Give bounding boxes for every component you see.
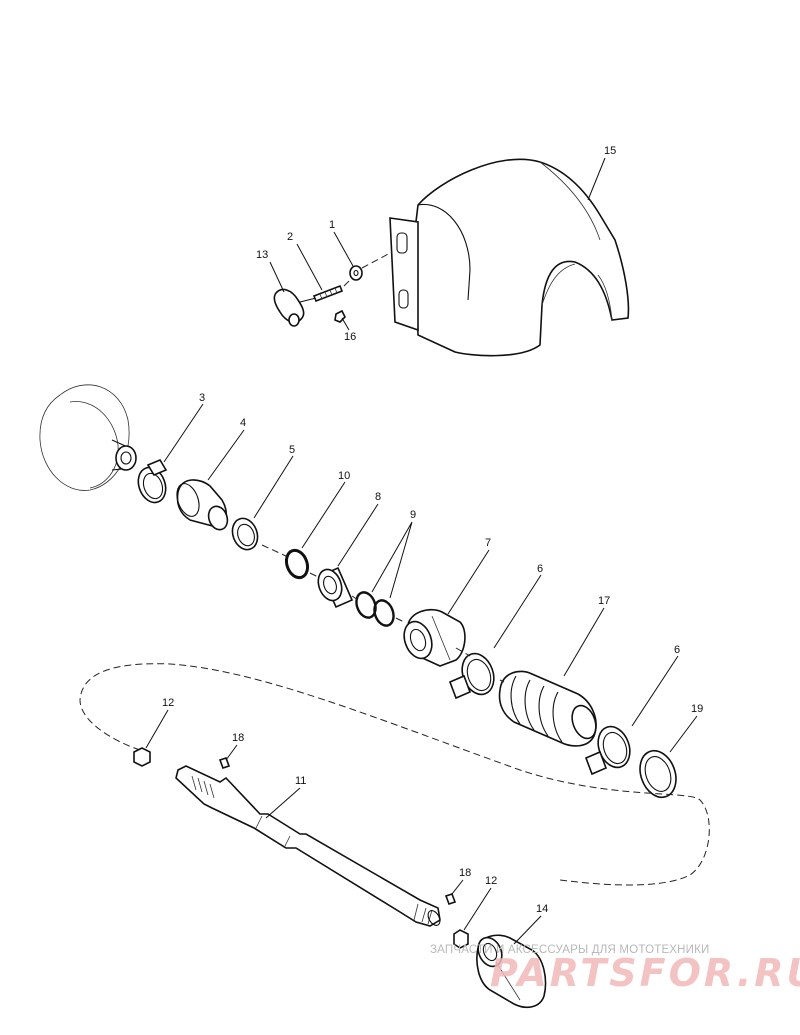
- callout-16: 16: [344, 331, 356, 343]
- callout-5: 5: [289, 444, 295, 456]
- callout-11: 11: [295, 775, 306, 787]
- part-12-nut-left: [133, 747, 151, 767]
- callout-12-left: 12: [162, 697, 174, 709]
- callout-17: 17: [598, 595, 610, 607]
- callout-8: 8: [375, 491, 381, 503]
- callout-labels: 1 2 3 4 5 6 6 7 8 9 10 11 12 12 13 14 15…: [162, 145, 703, 915]
- part-9-o-rings: [355, 591, 395, 627]
- part-4-boot: [176, 479, 229, 531]
- assembly-line-top: [343, 251, 393, 287]
- part-1-washer: [349, 265, 363, 281]
- part-15-cover-guard: [389, 158, 630, 357]
- part-11-drive-shaft: [175, 765, 441, 927]
- callout-6-lower: 6: [674, 644, 680, 656]
- part-6-clamp-lower: [584, 725, 631, 776]
- callout-2: 2: [287, 231, 293, 243]
- part-19-seal-ring: [639, 749, 677, 799]
- assembly-line-main: [261, 544, 505, 683]
- callout-19: 19: [691, 703, 703, 715]
- part-14-coupler-sleeve: [476, 934, 547, 1009]
- callout-18-upper: 18: [232, 732, 244, 744]
- part-13-wing-nut: [273, 288, 317, 327]
- assembly-loop: [79, 663, 710, 886]
- callout-4: 4: [240, 417, 246, 429]
- callout-18-lower: 18: [459, 867, 471, 879]
- watermark-logo: PARTSFOR.RU: [490, 951, 800, 995]
- part-18-set-screw-lower: [444, 892, 457, 906]
- part-17-bellows-boot: [498, 670, 597, 747]
- callout-7: 7: [485, 537, 491, 549]
- callout-12-right: 12: [485, 875, 497, 887]
- leader-lines: [145, 157, 698, 945]
- callout-14: 14: [536, 903, 548, 915]
- callout-15: 15: [604, 145, 616, 157]
- part-6-clamp-upper: [448, 652, 495, 700]
- part-5-clamp: [231, 517, 259, 551]
- watermark-tagline: ЗАПЧАСТИ И АКСЕССУАРЫ ДЛЯ МОТОТЕХНИКИ: [430, 944, 710, 956]
- callout-10: 10: [338, 470, 350, 482]
- part-3-clamp: [137, 458, 168, 504]
- part-2-stud: [312, 284, 344, 303]
- part-7-sleeve: [403, 608, 466, 667]
- callout-13: 13: [256, 249, 268, 261]
- part-10-o-ring: [284, 548, 310, 580]
- callout-1: 1: [329, 219, 335, 231]
- callout-6-upper: 6: [537, 563, 543, 575]
- part-8-bushing: [317, 566, 354, 609]
- callout-9: 9: [410, 509, 416, 521]
- drive-pulley: [39, 384, 137, 491]
- callout-3: 3: [199, 392, 205, 404]
- part-18-set-screw-upper: [218, 756, 231, 770]
- part-12-nut-right: [453, 929, 469, 949]
